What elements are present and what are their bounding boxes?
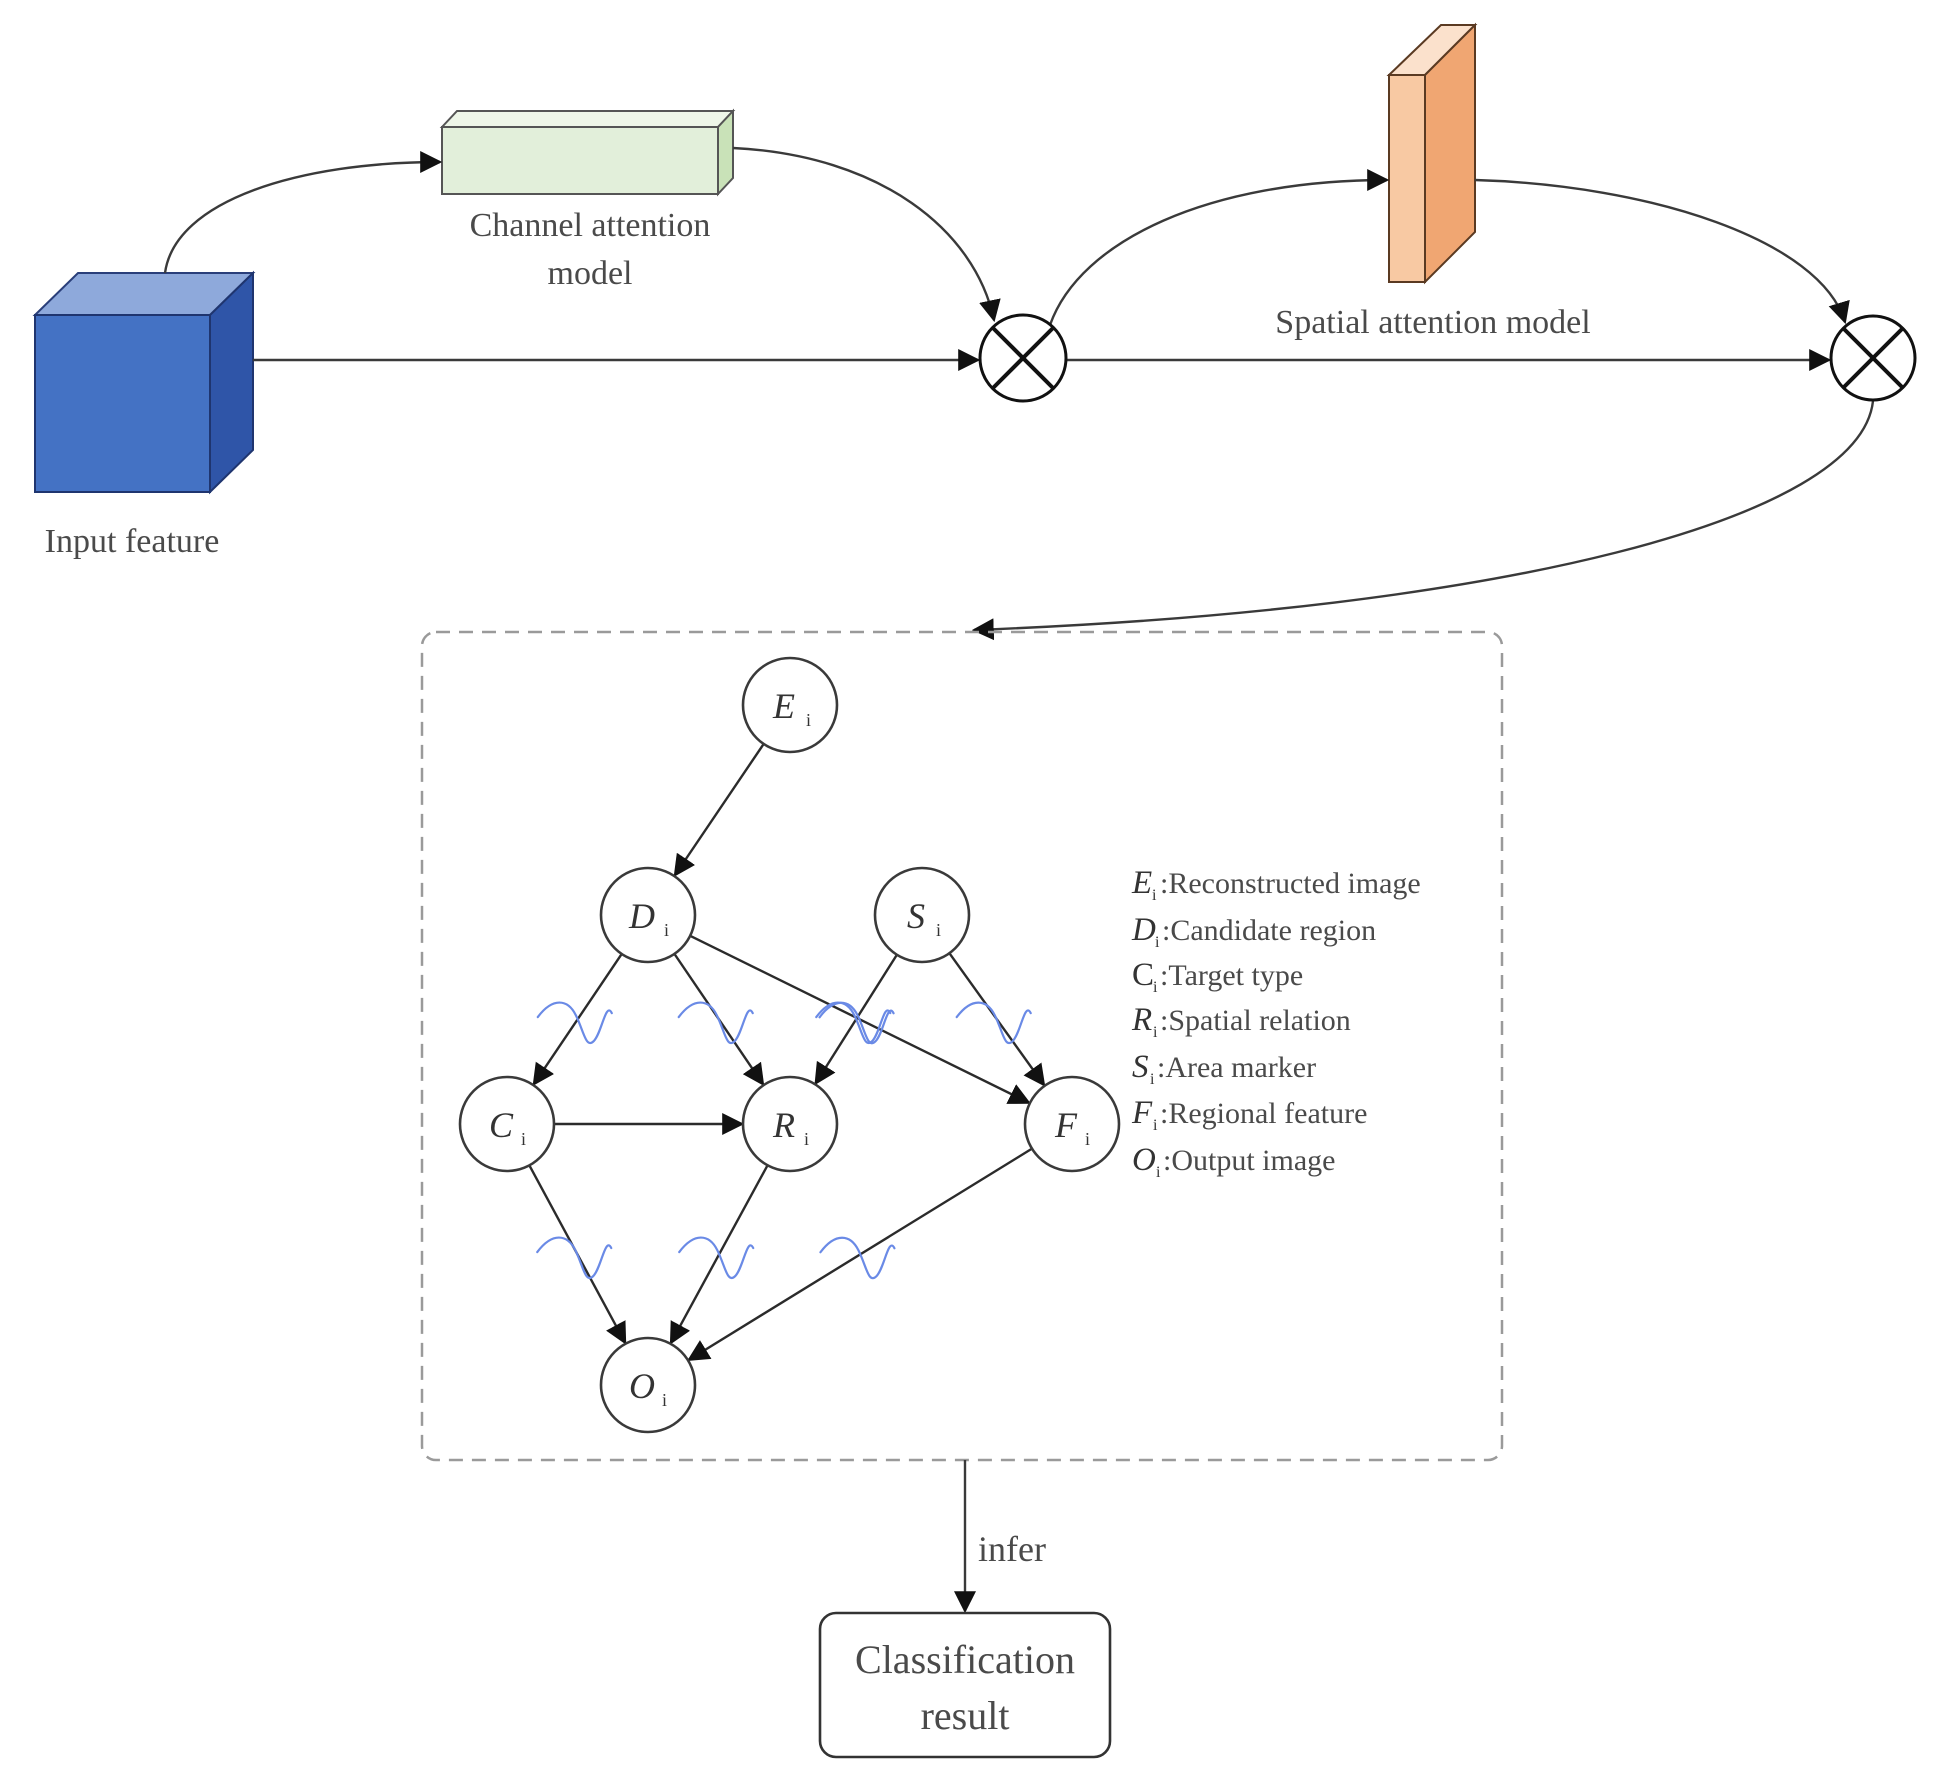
- svg-text:i: i: [1153, 1117, 1158, 1134]
- svg-text:i: i: [664, 920, 669, 940]
- legend-item-O: O i :Output image: [1132, 1142, 1335, 1181]
- node-F: F i: [1023, 1075, 1121, 1173]
- arrow-input-to-channel: [163, 151, 443, 274]
- channel-side-face: [717, 108, 734, 197]
- spatial-front-face: [1388, 74, 1426, 283]
- spatial-attention-block: [1386, 22, 1478, 285]
- multiply-operator-2: [1829, 314, 1917, 402]
- svg-text:E: E: [772, 686, 795, 726]
- node-E: E i: [741, 656, 839, 754]
- svg-text:i: i: [1155, 934, 1160, 951]
- channel-attention-label-line2: model: [548, 255, 633, 292]
- svg-text:i: i: [1153, 979, 1158, 996]
- svg-text:i: i: [1153, 1024, 1158, 1041]
- node-S: S i: [873, 866, 971, 964]
- svg-text:R: R: [772, 1105, 795, 1145]
- noise-mark-R-O: [678, 1236, 755, 1279]
- svg-text:E: E: [1131, 865, 1152, 901]
- svg-text::Target type: :Target type: [1160, 959, 1303, 992]
- svg-text:i: i: [521, 1129, 526, 1149]
- svg-text:i: i: [804, 1129, 809, 1149]
- graph-container: [420, 630, 1504, 1462]
- arrow-spatial-to-multiply2: [1474, 178, 1850, 325]
- svg-text:i: i: [1152, 887, 1157, 904]
- noise-mark-D-C: [536, 1001, 613, 1045]
- svg-text::Spatial relation: :Spatial relation: [1160, 1004, 1351, 1037]
- arrow-channel-to-multiply1: [732, 146, 1001, 323]
- svg-text::Reconstructed image: :Reconstructed image: [1160, 867, 1421, 900]
- svg-text:i: i: [1085, 1129, 1090, 1149]
- classification-result-line2: result: [921, 1693, 1010, 1738]
- svg-text:D: D: [1131, 912, 1156, 948]
- node-O: O i: [599, 1336, 697, 1434]
- svg-text:S: S: [907, 896, 925, 936]
- svg-text:O: O: [1132, 1142, 1156, 1178]
- infer-label: infer: [978, 1529, 1046, 1569]
- svg-text:F: F: [1131, 1095, 1153, 1131]
- legend: E i :Reconstructed image D i :Candidate …: [1131, 865, 1421, 1181]
- svg-text:R: R: [1131, 1002, 1152, 1038]
- arrow-multiply1-to-spatial: [1048, 169, 1390, 326]
- legend-item-D: D i :Candidate region: [1131, 912, 1376, 951]
- svg-text:i: i: [936, 920, 941, 940]
- svg-text:F: F: [1054, 1105, 1078, 1145]
- node-R: R i: [741, 1075, 839, 1173]
- graph-noise-marks: [536, 1001, 1032, 1280]
- spatial-attention-label: Spatial attention model: [1275, 304, 1590, 341]
- svg-text::Output image: :Output image: [1163, 1144, 1335, 1177]
- noise-mark-C-O: [536, 1236, 613, 1279]
- edge-E-to-D: [673, 743, 765, 878]
- noise-mark-S-F: [955, 1001, 1032, 1045]
- svg-text:C: C: [1132, 957, 1154, 993]
- svg-text::Area marker: :Area marker: [1157, 1051, 1316, 1084]
- channel-front-face: [441, 126, 719, 195]
- svg-text:i: i: [1150, 1071, 1155, 1088]
- node-D: D i: [599, 866, 697, 964]
- legend-item-F: F i :Regional feature: [1131, 1095, 1367, 1134]
- graph-nodes: E i D i S i C i R i F i O: [458, 656, 1121, 1434]
- legend-item-E: E i :Reconstructed image: [1131, 865, 1421, 904]
- multiply-operator-1: [978, 313, 1068, 403]
- legend-item-R: R i :Spatial relation: [1131, 1002, 1351, 1041]
- node-C: C i: [458, 1075, 556, 1173]
- channel-attention-label-line1: Channel attention: [470, 207, 711, 244]
- svg-text:i: i: [1156, 1164, 1161, 1181]
- legend-item-C: C i :Target type: [1132, 957, 1303, 996]
- svg-text:O: O: [629, 1366, 655, 1406]
- svg-text:i: i: [806, 710, 811, 730]
- noise-mark-D-F: [818, 1001, 895, 1045]
- svg-text:D: D: [628, 896, 655, 936]
- svg-text:S: S: [1132, 1049, 1149, 1085]
- svg-text::Candidate region: :Candidate region: [1162, 914, 1376, 947]
- input-feature-cube: [32, 270, 256, 495]
- svg-text:C: C: [489, 1105, 514, 1145]
- input-feature-label: Input feature: [45, 523, 220, 560]
- classification-result-line1: Classification: [855, 1637, 1075, 1682]
- arrow-multiply2-to-graph: [971, 400, 1875, 641]
- legend-item-S: S i :Area marker: [1132, 1049, 1316, 1088]
- graph-edges: [528, 743, 1046, 1361]
- channel-top-face: [439, 110, 736, 128]
- classification-result-box: [818, 1611, 1112, 1759]
- noise-mark-D-R: [677, 1001, 754, 1045]
- noise-mark-S-R: [815, 1001, 892, 1045]
- svg-text::Regional feature: :Regional feature: [1160, 1097, 1367, 1130]
- noise-mark-F-O: [819, 1236, 896, 1280]
- svg-text:i: i: [662, 1390, 667, 1410]
- cube-front-face: [34, 314, 211, 493]
- channel-attention-block: [439, 108, 736, 197]
